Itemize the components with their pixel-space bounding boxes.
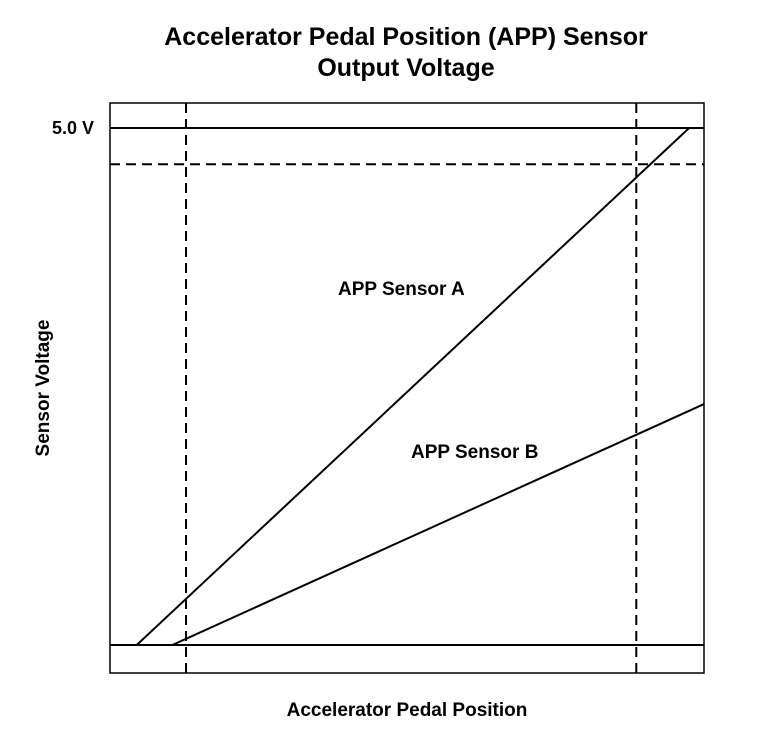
series-label-app-sensor-b: APP Sensor B — [411, 442, 539, 463]
reference-lines — [110, 103, 704, 673]
plot-frame — [109, 102, 705, 674]
series-line-app-sensor-b — [171, 403, 705, 646]
chart-title-line-2: Output Voltage — [317, 54, 495, 82]
y-axis-label: Sensor Voltage — [33, 319, 54, 457]
y-tick-label-5v: 5.0 V — [52, 118, 95, 138]
x-axis-label: Accelerator Pedal Position — [286, 700, 528, 721]
series-lines — [136, 127, 705, 646]
series-label-app-sensor-a: APP Sensor A — [338, 279, 465, 300]
chart-title-line-1: Accelerator Pedal Position (APP) Sensor — [164, 23, 648, 51]
series-line-app-sensor-a — [136, 127, 690, 646]
chart-title: Accelerator Pedal Position (APP) Sensor … — [0, 22, 768, 84]
